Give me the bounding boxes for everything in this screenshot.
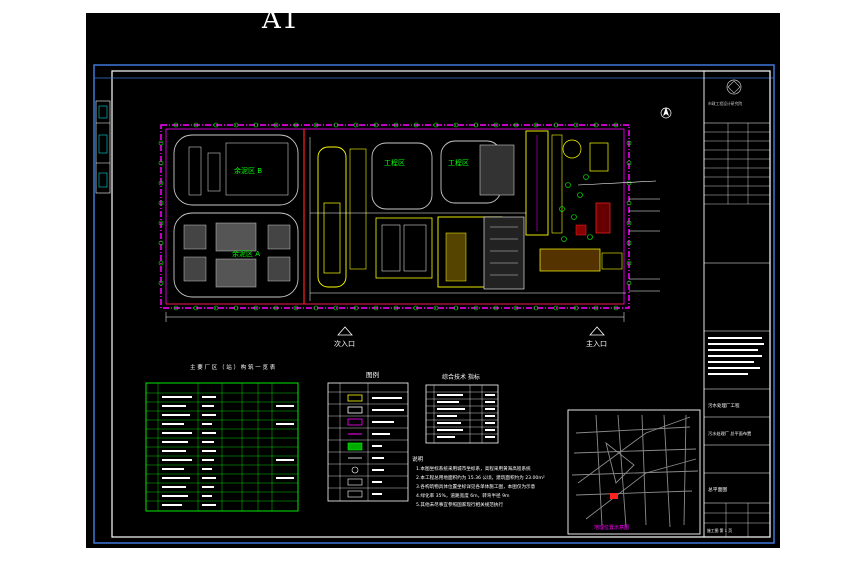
location-map[interactable]: 地理位置示意图: [567, 409, 701, 535]
drawing-name: 总平面图: [708, 486, 727, 493]
sheet-size-label: A1: [262, 5, 300, 35]
process-zone-label-2: 工程区: [448, 158, 469, 167]
tech-index-table: 综合技术 指标: [425, 373, 499, 444]
structures-table-title: 主 要 厂 区 （ 站 ） 构 筑 一 览 表: [190, 363, 276, 371]
subproject-name: 污水处理厂 总平面布置: [708, 430, 751, 437]
notes-line-1: 1.本图坐标系统采用城市坐标系，高程采用黄海高程系统: [416, 465, 531, 472]
site-plan[interactable]: 余泥区 B 余泥区 A 工程区 工程区: [158, 107, 672, 348]
legend-table: 图例: [327, 370, 409, 502]
notes-line-2: 2.本工程总用地面积约为 15.36 公顷，建筑面积约为 23.00m²: [416, 474, 545, 481]
zone-b-outline: [173, 134, 299, 206]
main-entrance-marker[interactable]: 主入口: [586, 326, 607, 348]
company-name: 市政工程设计研究院: [708, 101, 742, 106]
legend-title: 图例: [366, 370, 379, 379]
outer-frame: [93, 64, 775, 544]
notes-line-5: 5.其他未尽事宜参照国家现行相关规范执行: [416, 501, 503, 508]
structures-table: 主 要 厂 区 （ 站 ） 构 筑 一 览 表: [145, 363, 299, 512]
secondary-entrance-label: 次入口: [334, 339, 355, 348]
main-entrance-label: 主入口: [586, 339, 607, 348]
notes-line-4: 4.绿化率 35%，道路宽度 6m，转弯半径 9m: [416, 492, 510, 499]
north-arrow-icon: [660, 107, 672, 119]
location-map-caption: 地理位置示意图: [594, 524, 629, 531]
tech-index-title: 综合技术 指标: [442, 373, 480, 381]
notes-title: 说明: [412, 455, 424, 463]
sheet-footer: 施工图 第 1 页: [707, 528, 732, 533]
binding-strip: [95, 100, 111, 194]
notes-line-3: 3.各构筑物具体位置坐标详见各单体施工图，本图仅为示意: [416, 483, 536, 490]
boundary-trees: [158, 122, 632, 311]
cad-model-viewport[interactable]: A1: [86, 7, 780, 548]
drawing-canvas[interactable]: 余泥区 B 余泥区 A 工程区 工程区: [86, 13, 780, 548]
zone-b-label: 余泥区 B: [234, 166, 262, 175]
company-logo-icon: [726, 79, 742, 95]
design-notes: 说明 1.本图坐标系统采用城市坐标系，高程采用黄海高程系统 2.本工程总用地面积…: [412, 455, 545, 508]
project-name: 污水处理厂工程: [708, 402, 740, 409]
process-zone-label: 工程区: [384, 158, 405, 167]
zone-a-outline: [173, 212, 299, 298]
zone-a-label: 余泥区 A: [232, 249, 260, 258]
site-boundary: [160, 124, 630, 309]
secondary-entrance-marker[interactable]: 次入口: [334, 326, 355, 348]
title-block: 市政工程设计研究院 污水处理厂工程 污水处理厂 总平面布置 总平面图: [703, 70, 771, 538]
clarifier-strip: [317, 146, 347, 288]
